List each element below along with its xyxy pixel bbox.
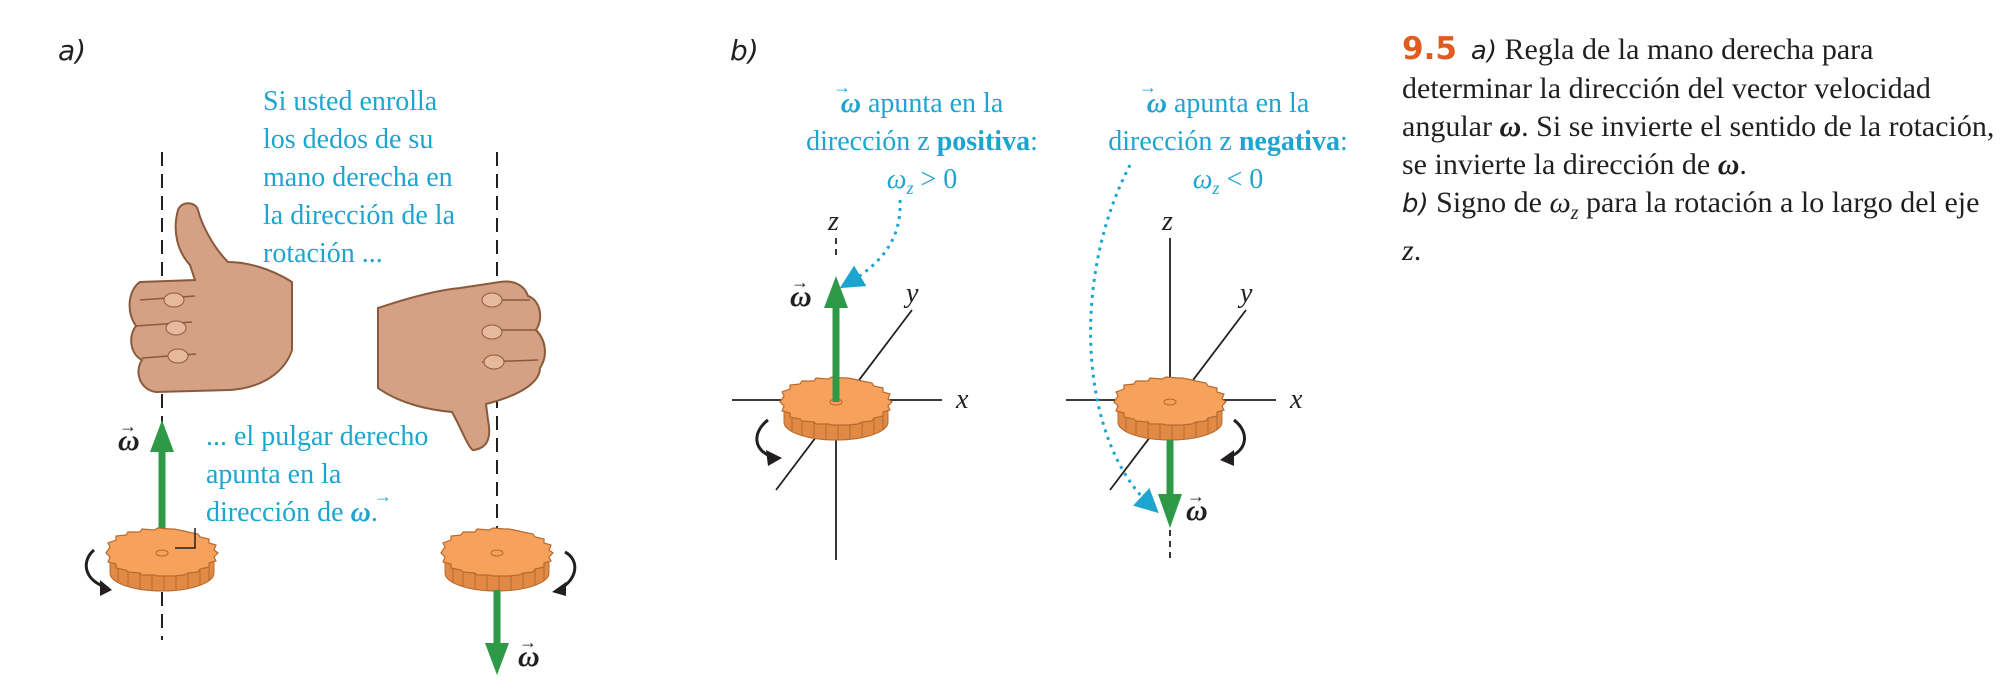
caption-number: 9.5 [1402, 31, 1457, 67]
negative-direction-text: ω apunta en la dirección z negativa: ωz … [1108, 88, 1347, 198]
vector-arrow-icon: → [119, 416, 137, 436]
panel-a-label: a) [58, 34, 86, 67]
positive-pointer-arrow [839, 199, 902, 289]
svg-text:apunta en la: apunta en la [206, 459, 342, 490]
gear-negative [1113, 376, 1227, 441]
right-angle-marker [175, 528, 196, 549]
caption-a-label: a) [1470, 36, 1497, 66]
right-hand-thumb-down-icon [377, 280, 546, 452]
figure-caption: 9.5 a) Regla de la mano derecha para dete… [1402, 30, 2002, 270]
axis-y-label: y [903, 278, 919, 309]
vector-arrow-icon: → [833, 77, 851, 97]
svg-text:mano derecha en: mano derecha en [263, 162, 453, 193]
positive-direction-text: ω apunta en la dirección z positiva: ωz … [806, 88, 1038, 198]
caption-omega: ω [1499, 110, 1522, 143]
caption-b-text-1: Signo de [1436, 186, 1542, 219]
instruction-text: Si usted enrolla los dedos de su mano de… [263, 86, 456, 269]
result-text: ... el pulgar derecho apunta en la direc… [206, 421, 428, 528]
omega-label-up: ω [118, 424, 140, 457]
rotation-arrow-ccw-icon [84, 548, 109, 590]
axis-z-label: z [827, 206, 839, 237]
svg-text:Si usted enrolla: Si usted enrolla [263, 86, 438, 117]
svg-text:dirección z negativa:: dirección z negativa: [1108, 126, 1347, 157]
svg-text:ω apunta en la: ω apunta en la [1147, 88, 1310, 119]
panel-b-label: b) [730, 34, 759, 67]
omega-arrow-negative [1158, 440, 1182, 528]
svg-text:la dirección de la: la dirección de la [263, 200, 456, 231]
negative-pointer-arrow [1089, 164, 1159, 514]
figure-canvas: a) Si usted enrolla los dedos de su mano… [58, 34, 1348, 675]
vector-arrow-icon: → [1139, 77, 1157, 97]
svg-text:dirección de ω.: dirección de ω. [206, 497, 378, 528]
vector-arrow-icon: → [791, 272, 809, 292]
vector-arrow-icon: → [519, 632, 537, 652]
caption-b-text-2: para la rotación a lo largo del eje [1585, 186, 1980, 219]
omega-arrow-positive [824, 276, 848, 402]
caption-end: . [1413, 234, 1422, 267]
caption-period: . [1739, 148, 1747, 181]
svg-text:ωz < 0: ωz < 0 [1193, 164, 1264, 198]
caption-a-text-1: Regla de la mano derecha para determinar… [1402, 33, 1931, 143]
svg-text:ωz > 0: ωz > 0 [887, 164, 958, 198]
caption-a-text-2: . Si se invierte el sentido de la rotaci… [1402, 110, 1995, 181]
omega-arrow-down [485, 590, 509, 675]
gear-right [440, 527, 554, 592]
caption-omega-z-sub: z [1570, 202, 1579, 224]
caption-axis: z [1402, 234, 1414, 267]
vector-arrow-icon: → [374, 486, 392, 506]
axis-x-label: x [955, 384, 969, 415]
caption-b-label: b) [1402, 189, 1429, 219]
rotation-arrow-cw-icon [557, 550, 577, 592]
right-hand-thumb-up-icon [128, 202, 293, 394]
caption-omega-z: ω [1549, 186, 1571, 219]
axis-z-label: z [1161, 206, 1173, 237]
omega-label-negative: ω [1186, 494, 1208, 527]
svg-text:rotación ...: rotación ... [263, 238, 383, 269]
rotation-arrow-cw-icon [1225, 418, 1246, 460]
axis-y-label: y [1237, 278, 1253, 309]
svg-text:dirección z positiva:: dirección z positiva: [806, 126, 1038, 157]
omega-label-positive: ω [790, 280, 812, 313]
svg-text:los dedos de su: los dedos de su [263, 124, 433, 155]
omega-label-down: ω [518, 640, 540, 673]
gear-left [105, 527, 219, 592]
vector-arrow-icon: → [1187, 486, 1205, 506]
caption-omega-2: ω [1717, 148, 1740, 181]
axis-x-label: x [1289, 384, 1303, 415]
svg-text:ω apunta en la: ω apunta en la [841, 88, 1004, 119]
svg-text:... el pulgar derecho: ... el pulgar derecho [206, 421, 428, 452]
